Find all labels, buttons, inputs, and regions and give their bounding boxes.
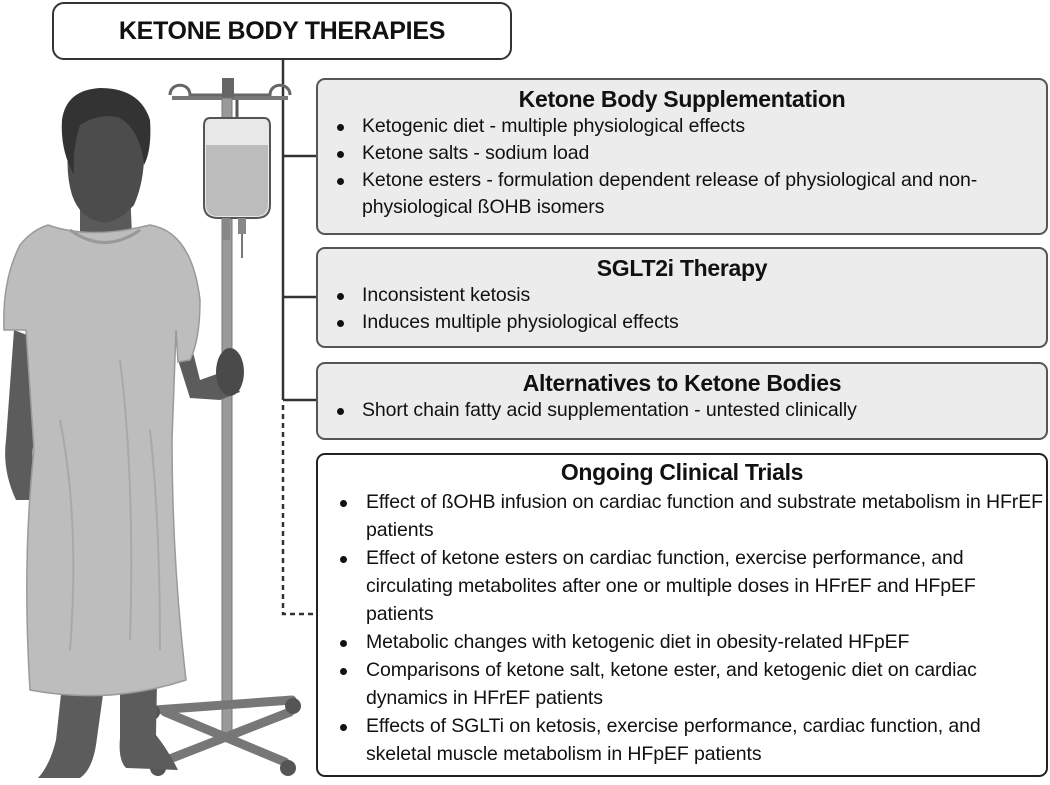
section-heading: Ongoing Clinical Trials xyxy=(560,459,804,485)
section-heading: Ketone Body Supplementation xyxy=(518,86,846,112)
section-ongoing-clinical-trials: Ongoing Clinical Trials Effect of ßOHB i… xyxy=(316,453,1048,777)
bullet-list: Effect of ßOHB infusion on cardiac funct… xyxy=(318,488,1046,768)
list-item: Induces multiple physiological effects xyxy=(318,309,1046,336)
list-item: Effects of SGLTi on ketosis, exercise pe… xyxy=(318,712,1046,768)
list-item: Comparisons of ketone salt, ketone ester… xyxy=(318,656,1046,712)
list-item: Ketone esters - formulation dependent re… xyxy=(318,167,1046,221)
bullet-list: Short chain fatty acid supplementation -… xyxy=(318,397,1046,424)
connector-lines xyxy=(281,60,316,616)
section-alternatives-to-ketone-bodies: Alternatives to Ketone Bodies Short chai… xyxy=(316,362,1048,440)
bullet-list: Inconsistent ketosis Induces multiple ph… xyxy=(318,282,1046,336)
list-item: Ketogenic diet - multiple physiological … xyxy=(318,113,1046,140)
list-item: Short chain fatty acid supplementation -… xyxy=(318,397,1046,424)
patient-in-hospital-gown-icon xyxy=(3,88,244,778)
section-heading: Alternatives to Ketone Bodies xyxy=(522,370,842,396)
section-sglt2i-therapy: SGLT2i Therapy Inconsistent ketosis Indu… xyxy=(316,247,1048,348)
list-item: Metabolic changes with ketogenic diet in… xyxy=(318,628,1046,656)
section-ketone-body-supplementation: Ketone Body Supplementation Ketogenic di… xyxy=(316,78,1048,235)
list-item: Ketone salts - sodium load xyxy=(318,140,1046,167)
bullet-list: Ketogenic diet - multiple physiological … xyxy=(318,113,1046,221)
diagram-title: KETONE BODY THERAPIES xyxy=(52,2,512,60)
list-item: Effect of ßOHB infusion on cardiac funct… xyxy=(318,488,1046,544)
section-heading: SGLT2i Therapy xyxy=(596,255,768,281)
iv-bag-icon xyxy=(203,100,271,258)
list-item: Inconsistent ketosis xyxy=(318,282,1046,309)
list-item: Effect of ketone esters on cardiac funct… xyxy=(318,544,1046,628)
